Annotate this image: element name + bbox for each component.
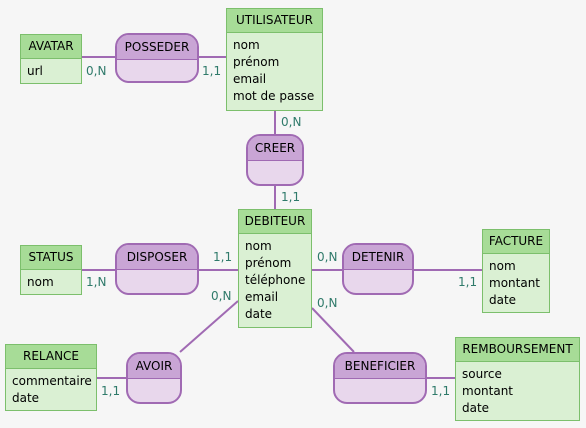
entity-attributes: nom prénom email mot de passe (227, 33, 322, 109)
entity-title: REMBOURSEMENT (456, 338, 579, 362)
entity-title: DEBITEUR (239, 210, 311, 234)
entity-title: UTILISATEUR (227, 9, 322, 33)
cardinality-debiteur-beneficier: 0,N (317, 296, 338, 310)
association-title: DISPOSER (117, 245, 197, 270)
attribute: nom (27, 275, 54, 289)
attribute: prénom (245, 256, 292, 270)
attribute: source (462, 367, 502, 381)
attribute: nom (489, 259, 516, 273)
attribute: téléphone (245, 273, 306, 287)
attribute: date (489, 293, 517, 307)
attribute: email (245, 290, 279, 304)
attribute: nom (233, 38, 260, 52)
cardinality-relance-avoir: 1,1 (101, 384, 121, 398)
entity-relance[interactable]: RELANCE commentaire date (5, 344, 97, 411)
association-beneficier[interactable]: BENEFICIER (333, 352, 427, 404)
attribute: url (27, 64, 43, 78)
attribute: montant (462, 384, 514, 398)
attribute: commentaire (12, 374, 92, 388)
cardinality-utilisateur-posseder: 1,1 (202, 64, 222, 78)
entity-attributes: url (21, 59, 81, 84)
entity-facture[interactable]: FACTURE nom montant date (482, 229, 550, 313)
attribute: date (245, 307, 273, 321)
cardinality-remboursement-beneficier: 1,1 (431, 384, 451, 398)
cardinality-debiteur-creer: 1,1 (281, 190, 301, 204)
association-title: AVOIR (128, 354, 180, 379)
cardinality-facture-detenir: 1,1 (458, 275, 478, 289)
entity-title: RELANCE (6, 345, 96, 369)
attribute: email (233, 72, 267, 86)
association-posseder[interactable]: POSSEDER (115, 33, 199, 83)
association-title: DETENIR (344, 245, 412, 270)
entity-avatar[interactable]: AVATAR url (20, 34, 82, 84)
entity-remboursement[interactable]: REMBOURSEMENT source montant date (455, 337, 580, 421)
entity-title: STATUS (21, 246, 81, 270)
association-title: CREER (248, 136, 302, 161)
link-debiteur-beneficier (311, 307, 355, 353)
entity-status[interactable]: STATUS nom (20, 245, 82, 295)
entity-debiteur[interactable]: DEBITEUR nom prénom téléphone email date (238, 209, 312, 328)
association-creer[interactable]: CREER (246, 134, 304, 186)
cardinality-utilisateur-creer: 0,N (281, 115, 302, 129)
attribute: mot de passe (233, 89, 315, 103)
attribute: date (462, 401, 490, 415)
entity-title: AVATAR (21, 35, 81, 59)
entity-attributes: source montant date (456, 362, 579, 421)
attribute: date (12, 391, 40, 405)
link-debiteur-avoir (179, 300, 239, 353)
attribute: nom (245, 239, 272, 253)
attribute: montant (489, 276, 541, 290)
entity-attributes: commentaire date (6, 369, 96, 411)
association-detenir[interactable]: DETENIR (342, 243, 414, 295)
entity-attributes: nom prénom téléphone email date (239, 234, 311, 327)
cardinality-debiteur-disposer: 1,1 (213, 250, 233, 264)
association-disposer[interactable]: DISPOSER (115, 243, 199, 295)
cardinality-status-disposer: 1,N (86, 275, 107, 289)
association-title: POSSEDER (117, 35, 197, 60)
entity-attributes: nom (21, 270, 81, 295)
entity-utilisateur[interactable]: UTILISATEUR nom prénom email mot de pass… (226, 8, 323, 111)
cardinality-debiteur-detenir: 0,N (317, 250, 338, 264)
entity-title: FACTURE (483, 230, 549, 254)
association-title: BENEFICIER (335, 354, 425, 379)
entity-attributes: nom montant date (483, 254, 549, 313)
association-avoir[interactable]: AVOIR (126, 352, 182, 404)
cardinality-debiteur-avoir: 0,N (211, 289, 232, 303)
cardinality-avatar-posseder: 0,N (86, 64, 107, 78)
attribute: prénom (233, 55, 280, 69)
